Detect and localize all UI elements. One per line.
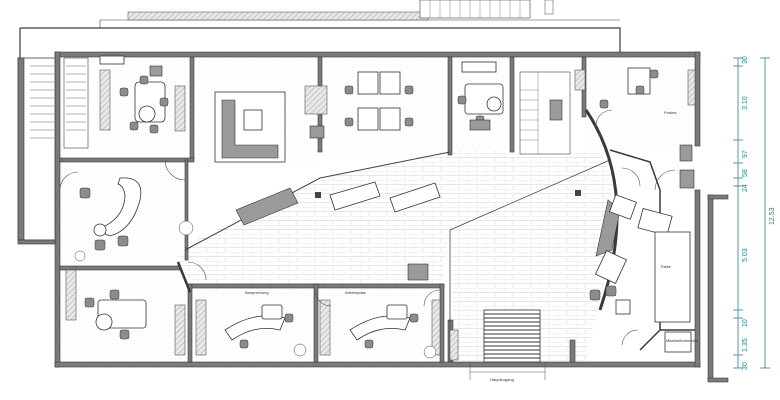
podest-label: Podest: [664, 110, 677, 115]
bottom-office-2: Arbeitsplatz: [345, 290, 437, 359]
doors: [59, 109, 613, 307]
note-label: Mitarbeiterbereich: [666, 338, 698, 343]
main-entrance: Hauptzugang: [469, 309, 546, 382]
dim-seg-8: 1.35: [742, 338, 749, 352]
counter-label: Theke: [660, 264, 672, 269]
top-terrace: [19, 0, 621, 58]
dim-seg-1: 30: [742, 56, 749, 64]
office-round-table: [99, 55, 169, 134]
dim-seg-2: 3.10: [742, 96, 749, 110]
top-right-office: Podest: [599, 67, 693, 162]
hall-lounge-furniture: [178, 181, 581, 281]
center-stairwell: [519, 71, 571, 155]
reception-curve-desk: [74, 177, 142, 262]
dim-seg-4: 58: [742, 169, 749, 177]
lounge-sofa: [214, 91, 286, 163]
dim-seg-9: 30: [742, 362, 749, 370]
small-office-desk: [457, 83, 504, 131]
dim-seg-3: 97: [742, 150, 749, 158]
room-b-label: Besprechung: [245, 290, 269, 295]
left-staircase: [17, 57, 89, 245]
room-c-label: Arbeitsplatz: [345, 290, 366, 295]
dim-seg-5: 24: [742, 184, 749, 192]
dim-seg-7: 10: [742, 319, 749, 327]
entrance-label: Hauptzugang: [490, 377, 514, 382]
meeting-tables: [309, 61, 497, 139]
dim-total: 12.53: [769, 207, 776, 225]
dim-seg-6: 5.03: [742, 248, 749, 262]
cabinets: [65, 69, 696, 361]
bottom-office-1: Besprechung: [224, 290, 307, 357]
dimension-chain: 30 3.10 97 58 24 5.03 10 1.35 30 12.53: [733, 56, 776, 370]
bottom-left-office: [84, 289, 147, 340]
counter-workstations: Theke Mitarbeiterbereich: [589, 167, 698, 353]
